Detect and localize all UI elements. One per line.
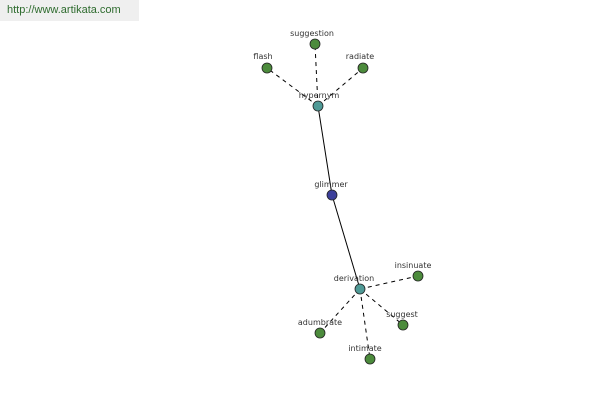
node-suggestion[interactable] (309, 38, 321, 50)
label-flash: flash (253, 52, 272, 61)
label-suggestion: suggestion (290, 29, 334, 38)
edge-hypernym-suggestion (314, 43, 319, 107)
node-intimate[interactable] (364, 353, 376, 365)
node-flash[interactable] (261, 62, 273, 74)
edge-derivation-insinuate (359, 275, 419, 290)
node-radiate[interactable] (357, 62, 369, 74)
node-suggest[interactable] (397, 319, 409, 331)
edge-center-hypernym (317, 105, 333, 196)
label-derivation: derivation (334, 274, 374, 283)
edge-derivation-suggest (359, 288, 404, 326)
label-hypernym: hypernym (299, 91, 340, 100)
edge-derivation-intimate (359, 288, 371, 360)
label-intimate: intimate (348, 344, 381, 353)
label-glimmer: glimmer (314, 180, 348, 189)
edge-hypernym-flash (266, 67, 319, 107)
node-insinuate[interactable] (412, 270, 424, 282)
edge-center-derivation (331, 194, 361, 290)
label-insinuate: insinuate (395, 261, 432, 270)
label-radiate: radiate (346, 52, 375, 61)
edges (266, 43, 419, 360)
node-glimmer[interactable] (326, 189, 338, 201)
node-hypernym[interactable] (312, 100, 324, 112)
nodes: glimmer hypernym suggestion flash radiat… (253, 29, 432, 365)
label-suggest: suggest (386, 310, 418, 319)
node-adumbrate[interactable] (314, 327, 326, 339)
site-url-link[interactable]: http://www.artikata.com (0, 0, 139, 21)
edge-derivation-adumbrate (319, 288, 361, 334)
node-derivation[interactable] (354, 283, 366, 295)
edge-hypernym-radiate (317, 67, 364, 107)
label-adumbrate: adumbrate (298, 318, 342, 327)
